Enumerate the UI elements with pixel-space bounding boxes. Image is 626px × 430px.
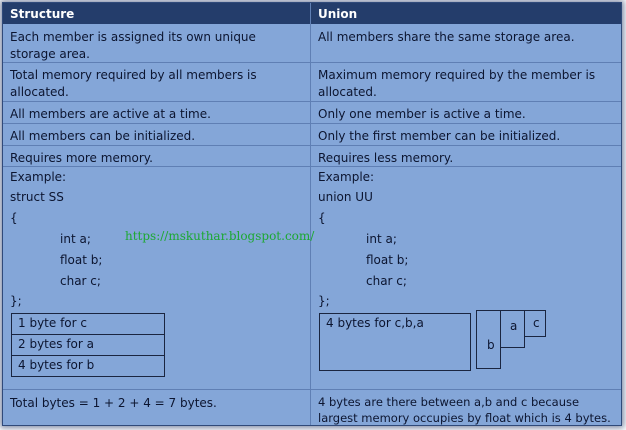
header-union: Union xyxy=(311,3,621,24)
column-divider xyxy=(310,3,311,425)
struct-member-c: char c; xyxy=(60,274,101,288)
union-member-block-a-label: a xyxy=(510,319,518,333)
comparison-table: Structure Union Each member is assigned … xyxy=(2,2,622,426)
union-row-1: All members share the same storage area. xyxy=(318,30,575,44)
struct-close-brace: }; xyxy=(10,294,22,308)
structure-row-2: Total memory required by all members is … xyxy=(10,68,257,99)
structure-row-4: All members can be initialized. xyxy=(10,129,196,143)
union-member-c: char c; xyxy=(366,274,407,288)
union-row-2: Maximum memory required by the member is… xyxy=(318,68,596,99)
union-row-3: Only one member is active a time. xyxy=(318,107,526,121)
row-divider xyxy=(3,166,621,167)
structure-row-3: All members are active at a time. xyxy=(10,107,211,121)
struct-member-a: int a; xyxy=(60,232,91,246)
row-divider xyxy=(3,389,621,390)
union-memory-box: 4 bytes for c,b,a xyxy=(319,313,471,371)
struct-memory-box-b: 4 bytes for b xyxy=(11,355,165,377)
union-member-a: int a; xyxy=(366,232,397,246)
union-member-block-b-label: b xyxy=(487,338,495,352)
union-member-block-c-label: c xyxy=(533,316,540,330)
union-example-label: Example: xyxy=(318,170,375,184)
structure-row-5: Requires more memory. xyxy=(10,151,153,165)
union-declaration: union UU xyxy=(318,190,373,204)
struct-memory-box-c: 1 byte for c xyxy=(11,313,165,335)
union-row-5: Requires less memory. xyxy=(318,151,454,165)
row-divider xyxy=(3,101,621,102)
union-close-brace: }; xyxy=(318,294,330,308)
struct-member-b: float b; xyxy=(60,253,103,267)
row-divider xyxy=(3,123,621,124)
structure-row-1: Each member is assigned its own unique s… xyxy=(10,30,256,61)
union-member-block-a: a xyxy=(500,310,525,348)
union-member-b: float b; xyxy=(366,253,409,267)
union-total: 4 bytes are there between a,b and c beca… xyxy=(318,395,611,425)
struct-declaration: struct SS xyxy=(10,190,64,204)
row-divider xyxy=(3,145,621,146)
row-divider xyxy=(3,62,621,63)
union-open-brace: { xyxy=(318,211,326,225)
blog-watermark-url: https://mskuthar.blogspot.com/ xyxy=(125,229,315,243)
union-member-block-b: b xyxy=(476,310,501,369)
struct-open-brace: { xyxy=(10,211,18,225)
header-structure: Structure xyxy=(3,3,310,24)
struct-memory-box-a: 2 bytes for a xyxy=(11,334,165,356)
structure-example-label: Example: xyxy=(10,170,67,184)
structure-total: Total bytes = 1 + 2 + 4 = 7 bytes. xyxy=(10,396,217,410)
union-row-4: Only the first member can be initialized… xyxy=(318,129,561,143)
union-member-block-c: c xyxy=(524,310,546,337)
